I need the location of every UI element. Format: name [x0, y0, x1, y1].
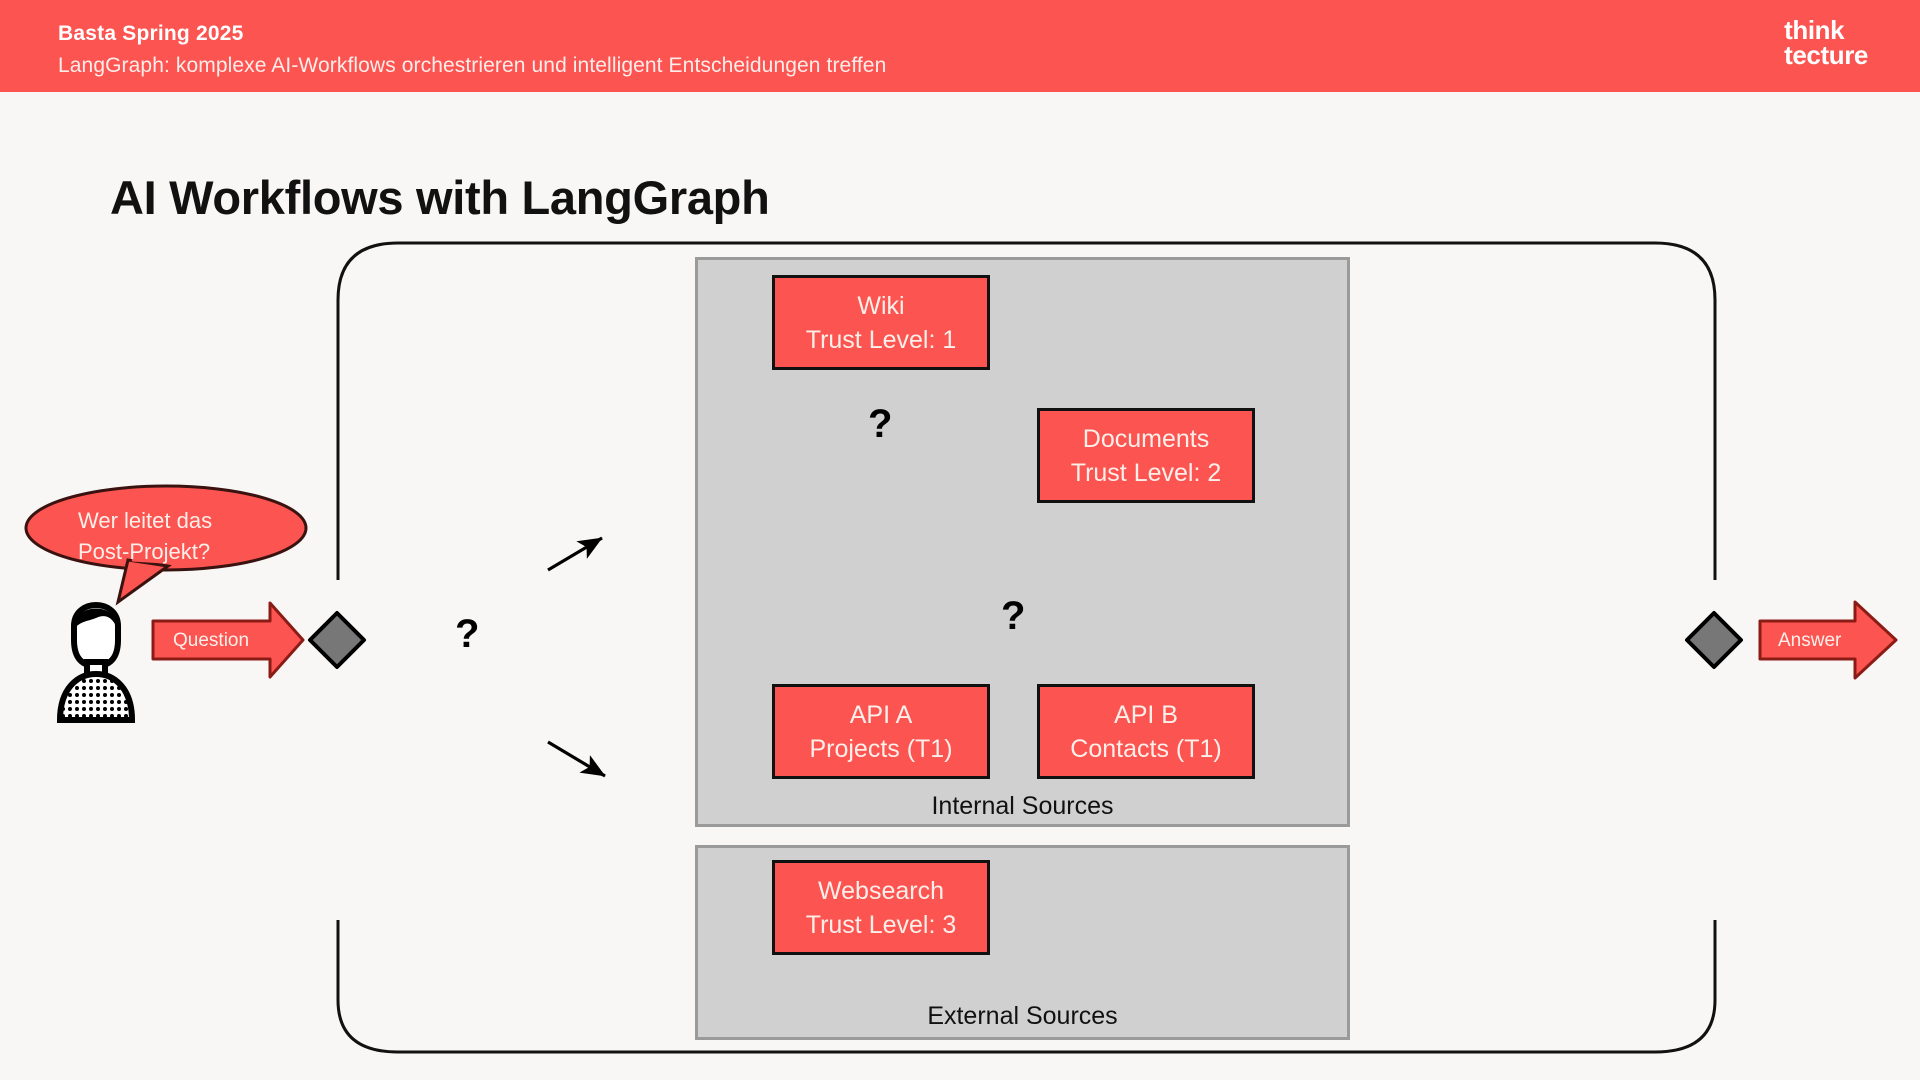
bubble-line-1: Wer leitet das [78, 508, 213, 533]
question-mark-api-branch: ? [1001, 594, 1026, 638]
source-detail-documents: Trust Level: 2 [1070, 458, 1222, 487]
page-header: Basta Spring 2025 LangGraph: komplexe AI… [0, 0, 1920, 92]
answer-arrow-label: Answer [1778, 630, 1842, 651]
source-detail-api-a: Projects (T1) [809, 734, 953, 763]
source-name-documents: Documents [1082, 424, 1210, 453]
route-arrow-internal [547, 536, 603, 572]
graph-boundary-bottom [336, 920, 1717, 1054]
source-name-websearch: Websearch [818, 876, 944, 905]
bubble-line-2: Post-Projekt? [78, 539, 211, 564]
source-box-api-b[interactable]: API B Contacts (T1) [1037, 684, 1255, 779]
slide-title: AI Workflows with LangGraph [110, 171, 770, 224]
route-arrow-external [547, 740, 606, 778]
question-mark-router: ? [455, 612, 480, 656]
person-icon [56, 602, 136, 723]
source-box-documents[interactable]: Documents Trust Level: 2 [1037, 408, 1255, 503]
logo-line-1: think [1784, 15, 1845, 45]
answer-arrow [1758, 600, 1898, 680]
speech-bubble-text: Wer leitet das Post-Projekt? [78, 505, 288, 567]
source-name-api-a: API A [849, 700, 913, 729]
graph-boundary-top [336, 241, 1717, 580]
event-title: Basta Spring 2025 [58, 22, 244, 45]
source-detail-websearch: Trust Level: 3 [805, 910, 957, 939]
logo-line-2: tecture [1784, 40, 1868, 70]
question-mark-wiki-branch: ? [868, 402, 893, 446]
decision-diamond-left [308, 611, 366, 669]
thinktecture-logo: think tecture [1784, 15, 1868, 70]
speech-bubble [24, 484, 308, 606]
source-box-api-a[interactable]: API A Projects (T1) [772, 684, 990, 779]
source-box-websearch[interactable]: Websearch Trust Level: 3 [772, 860, 990, 955]
group-label-external: External Sources [927, 1002, 1118, 1030]
group-label-internal: Internal Sources [931, 792, 1114, 820]
source-detail-api-b: Contacts (T1) [1070, 734, 1222, 763]
source-name-wiki: Wiki [857, 291, 905, 320]
source-box-wiki[interactable]: Wiki Trust Level: 1 [772, 275, 990, 370]
question-arrow [151, 601, 305, 679]
source-name-api-b: API B [1114, 700, 1178, 729]
question-arrow-label: Question [173, 630, 250, 651]
source-detail-wiki: Trust Level: 1 [805, 325, 957, 354]
talk-subtitle: LangGraph: komplexe AI-Workflows orchest… [58, 54, 887, 77]
decision-diamond-right [1685, 611, 1743, 669]
